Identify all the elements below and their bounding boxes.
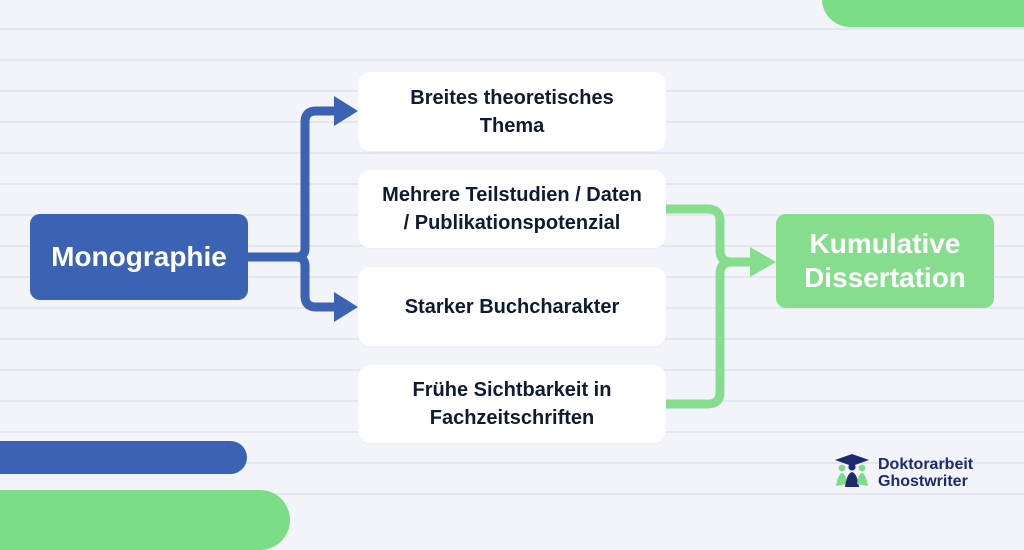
decorative-green-pill-top-right xyxy=(822,0,1024,27)
brand-name-line: Ghostwriter xyxy=(878,473,968,490)
criterion-text-line: Thema xyxy=(479,114,545,137)
kumulative-dissertation-node: Kumulative Dissertation xyxy=(776,214,994,308)
monographie-node: Monographie xyxy=(30,214,248,300)
criterion-text-line: Frühe Sichtbarkeit in xyxy=(412,379,612,401)
target-text-line: Dissertation xyxy=(804,262,966,293)
blue-connector-trunk xyxy=(243,106,341,262)
decorative-blue-pill-bottom-left xyxy=(0,441,247,474)
brand-name: Doktorarbeit Ghostwriter xyxy=(878,456,973,490)
blue-connector-branch-lower xyxy=(291,252,341,312)
criterion-card-early-visibility: Frühe Sichtbarkeit in Fachzeitschriften xyxy=(358,365,666,443)
criterion-text-line: Fachzeitschriften xyxy=(429,407,595,429)
arrowhead-to-card-1 xyxy=(334,96,358,126)
brand-name-line: Doktorarbeit xyxy=(878,456,974,473)
green-connector-lower xyxy=(661,257,737,409)
green-connector-upper xyxy=(661,204,757,267)
arrowhead-to-card-3 xyxy=(334,292,358,322)
target-text-line: Kumulative xyxy=(809,228,961,259)
criterion-text-line: Mehrere Teilstudien / Daten xyxy=(382,184,642,206)
connector-arrows xyxy=(243,96,776,409)
arrowhead-to-target xyxy=(750,247,776,277)
graduate-figures-logo-icon xyxy=(835,454,869,487)
monographie-label: Monographie xyxy=(51,241,227,272)
criterion-card-broad-theory: Breites theoretisches Thema xyxy=(358,72,666,151)
brand-logo: Doktorarbeit Ghostwriter xyxy=(832,452,1002,492)
criterion-card-book-character: Starker Buchcharakter xyxy=(358,267,666,346)
criterion-card-multiple-studies: Mehrere Teilstudien / Daten / Publikatio… xyxy=(358,170,666,248)
criterion-text-line: Breites theoretisches xyxy=(410,86,614,109)
criterion-text-line: Starker Buchcharakter xyxy=(404,295,620,318)
criterion-text-line: / Publikationspotenzial xyxy=(403,212,621,234)
